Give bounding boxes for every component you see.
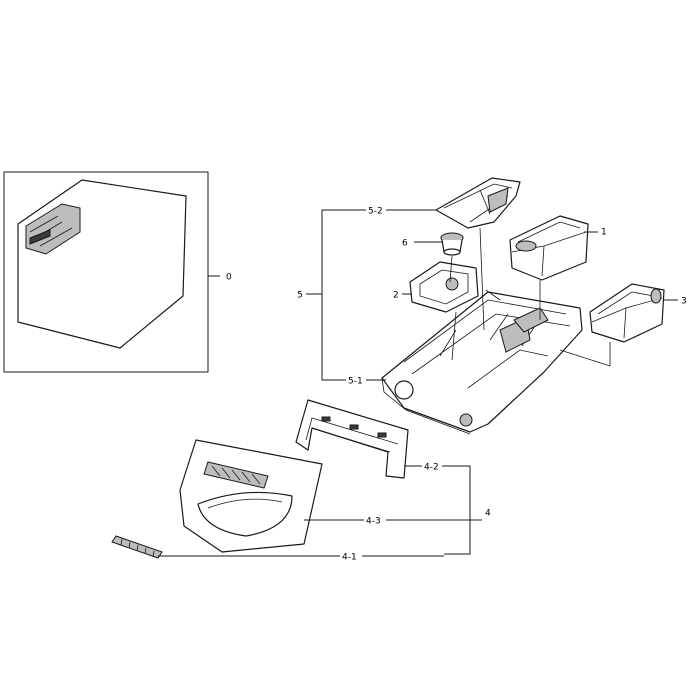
cup-2-inner (419, 269, 469, 305)
drawer-outline (17, 179, 187, 349)
part-2-cup (409, 261, 479, 313)
callout-1: 1 (601, 228, 607, 238)
housing-5-1-body (381, 291, 583, 433)
part-4-3-handle (179, 439, 323, 553)
part-3-cup (589, 283, 665, 343)
part-4-1-strip (111, 535, 163, 559)
housing-5-1-inlet (394, 380, 414, 400)
assembly-0-inset (3, 171, 220, 373)
cup-1-opening (515, 240, 537, 252)
tray-5-2-recess (487, 187, 509, 213)
housing-5-1-slot (513, 307, 549, 333)
callout-2: 2 (393, 291, 399, 301)
callout-labels: 0 1 2 3 4 4-1 4-2 4-3 5 5-1 5-2 6 (226, 207, 687, 563)
panel-4-2-clip-1 (321, 416, 331, 422)
cup-3-detail (591, 291, 663, 339)
cup-1-body (509, 215, 589, 281)
callout-3: 3 (681, 297, 687, 307)
bracket-4 (442, 465, 471, 555)
cup-3-knob (650, 288, 662, 304)
assembly-guides (449, 227, 611, 367)
handle-4-3-grip-lip (207, 498, 283, 509)
cup-2-body (409, 261, 479, 313)
inset-frame (3, 171, 209, 373)
callout-4-3: 4-3 (366, 517, 381, 527)
part-1-cup (509, 215, 589, 281)
housing-5-1-ribs (403, 299, 571, 389)
handle-4-3-window-marks (211, 465, 261, 485)
callout-6: 6 (402, 239, 408, 249)
cup-3-body (589, 283, 665, 343)
housing-5-1-foot (459, 413, 473, 427)
drawer-miniature-slot (29, 229, 51, 245)
bracket-5 (321, 209, 366, 381)
drawer-miniature (25, 203, 81, 255)
tray-5-2-body (435, 177, 521, 229)
panel-4-2-clip-2 (349, 424, 359, 430)
panel-4-2-detail (305, 417, 399, 453)
part-5-1-housing (381, 291, 583, 435)
callout-4: 4 (485, 509, 491, 519)
cap-base (443, 248, 461, 256)
callout-5-2: 5-2 (368, 207, 383, 217)
panel-4-2-clip-3 (377, 432, 387, 438)
callout-4-1: 4-1 (342, 553, 357, 563)
callout-4-2: 4-2 (424, 463, 439, 473)
part-5-2-tray (435, 177, 521, 229)
cup-2-siphon (445, 277, 459, 291)
strip-4-1-body (111, 535, 163, 559)
strip-4-1-detail (120, 538, 155, 558)
part-6-cap (440, 232, 464, 256)
part-4-2-panel (295, 399, 409, 479)
housing-5-1-edge (381, 377, 471, 435)
leader-lines (158, 209, 678, 557)
callout-5-1: 5-1 (348, 377, 363, 387)
callout-0: 0 (226, 273, 232, 283)
callout-5: 5 (297, 291, 303, 301)
